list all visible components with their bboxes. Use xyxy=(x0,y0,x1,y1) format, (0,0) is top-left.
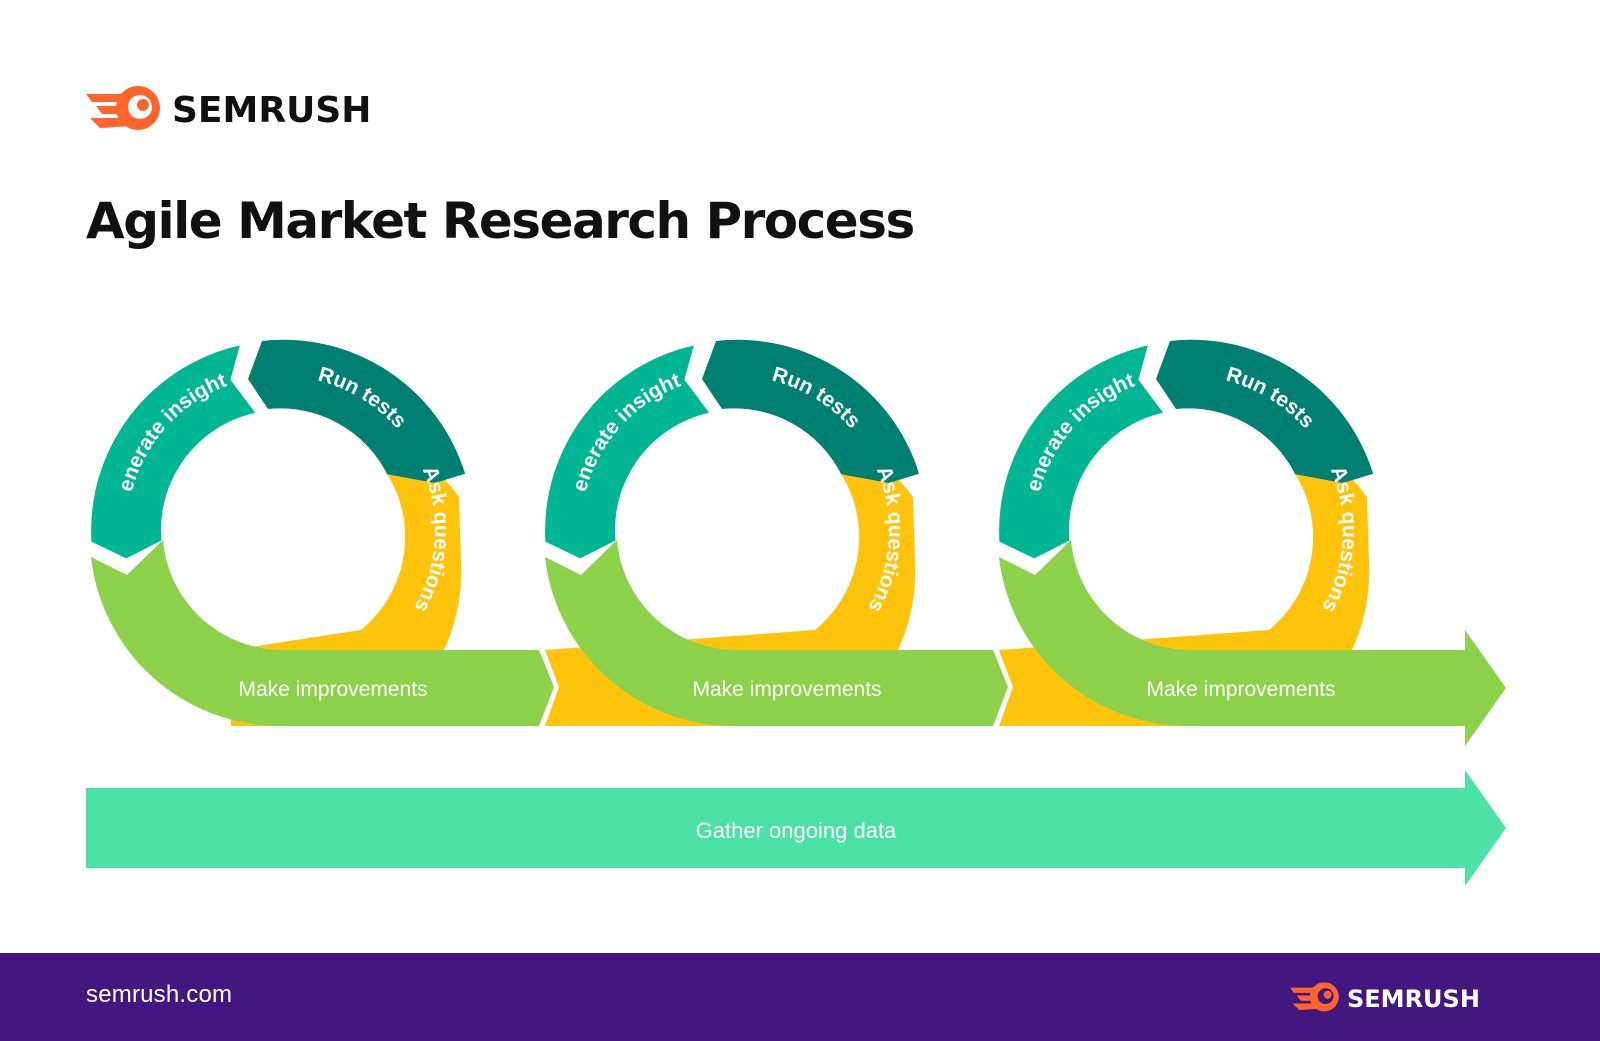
stage-make-improvements: Make improvements xyxy=(1146,678,1335,701)
run-tests-segment xyxy=(702,339,920,483)
run-tests-segment xyxy=(248,339,466,483)
make-improvements-segment xyxy=(545,540,1008,727)
make-improvements-segment xyxy=(999,540,1506,746)
generate-insights-segment xyxy=(545,345,710,559)
make-improvements-segment xyxy=(91,540,554,727)
footer-bar: semrush.com SEMRUSH xyxy=(0,953,1600,1041)
run-tests-segment xyxy=(1156,339,1374,483)
gather-ongoing-data-arrow: Gather ongoing data xyxy=(86,770,1506,886)
cycle-1: Generate insights Run tests Ask question… xyxy=(91,339,554,727)
stage-make-improvements: Make improvements xyxy=(238,678,427,701)
brand-logo-bottom: SEMRUSH xyxy=(1290,982,1480,1013)
semrush-fireball-icon xyxy=(86,86,160,130)
cycle-2: Generate insights Run tests Ask question… xyxy=(545,339,1008,727)
process-diagram: Gather ongoing data Generate insights Ru… xyxy=(86,339,1506,886)
generate-insights-segment xyxy=(91,345,256,559)
brand-wordmark-bottom: SEMRUSH xyxy=(1347,985,1480,1013)
brand-logo-top: SEMRUSH xyxy=(86,86,371,131)
gather-ongoing-data-label: Gather ongoing data xyxy=(696,818,897,843)
generate-insights-segment xyxy=(999,345,1164,559)
cycle-3: Generate insights Run tests Ask question… xyxy=(999,339,1506,746)
page-title: Agile Market Research Process xyxy=(86,192,915,250)
footer-site-link[interactable]: semrush.com xyxy=(86,981,233,1008)
brand-wordmark-top: SEMRUSH xyxy=(172,90,371,131)
stage-make-improvements: Make improvements xyxy=(692,678,881,701)
semrush-fireball-icon xyxy=(1290,982,1339,1012)
